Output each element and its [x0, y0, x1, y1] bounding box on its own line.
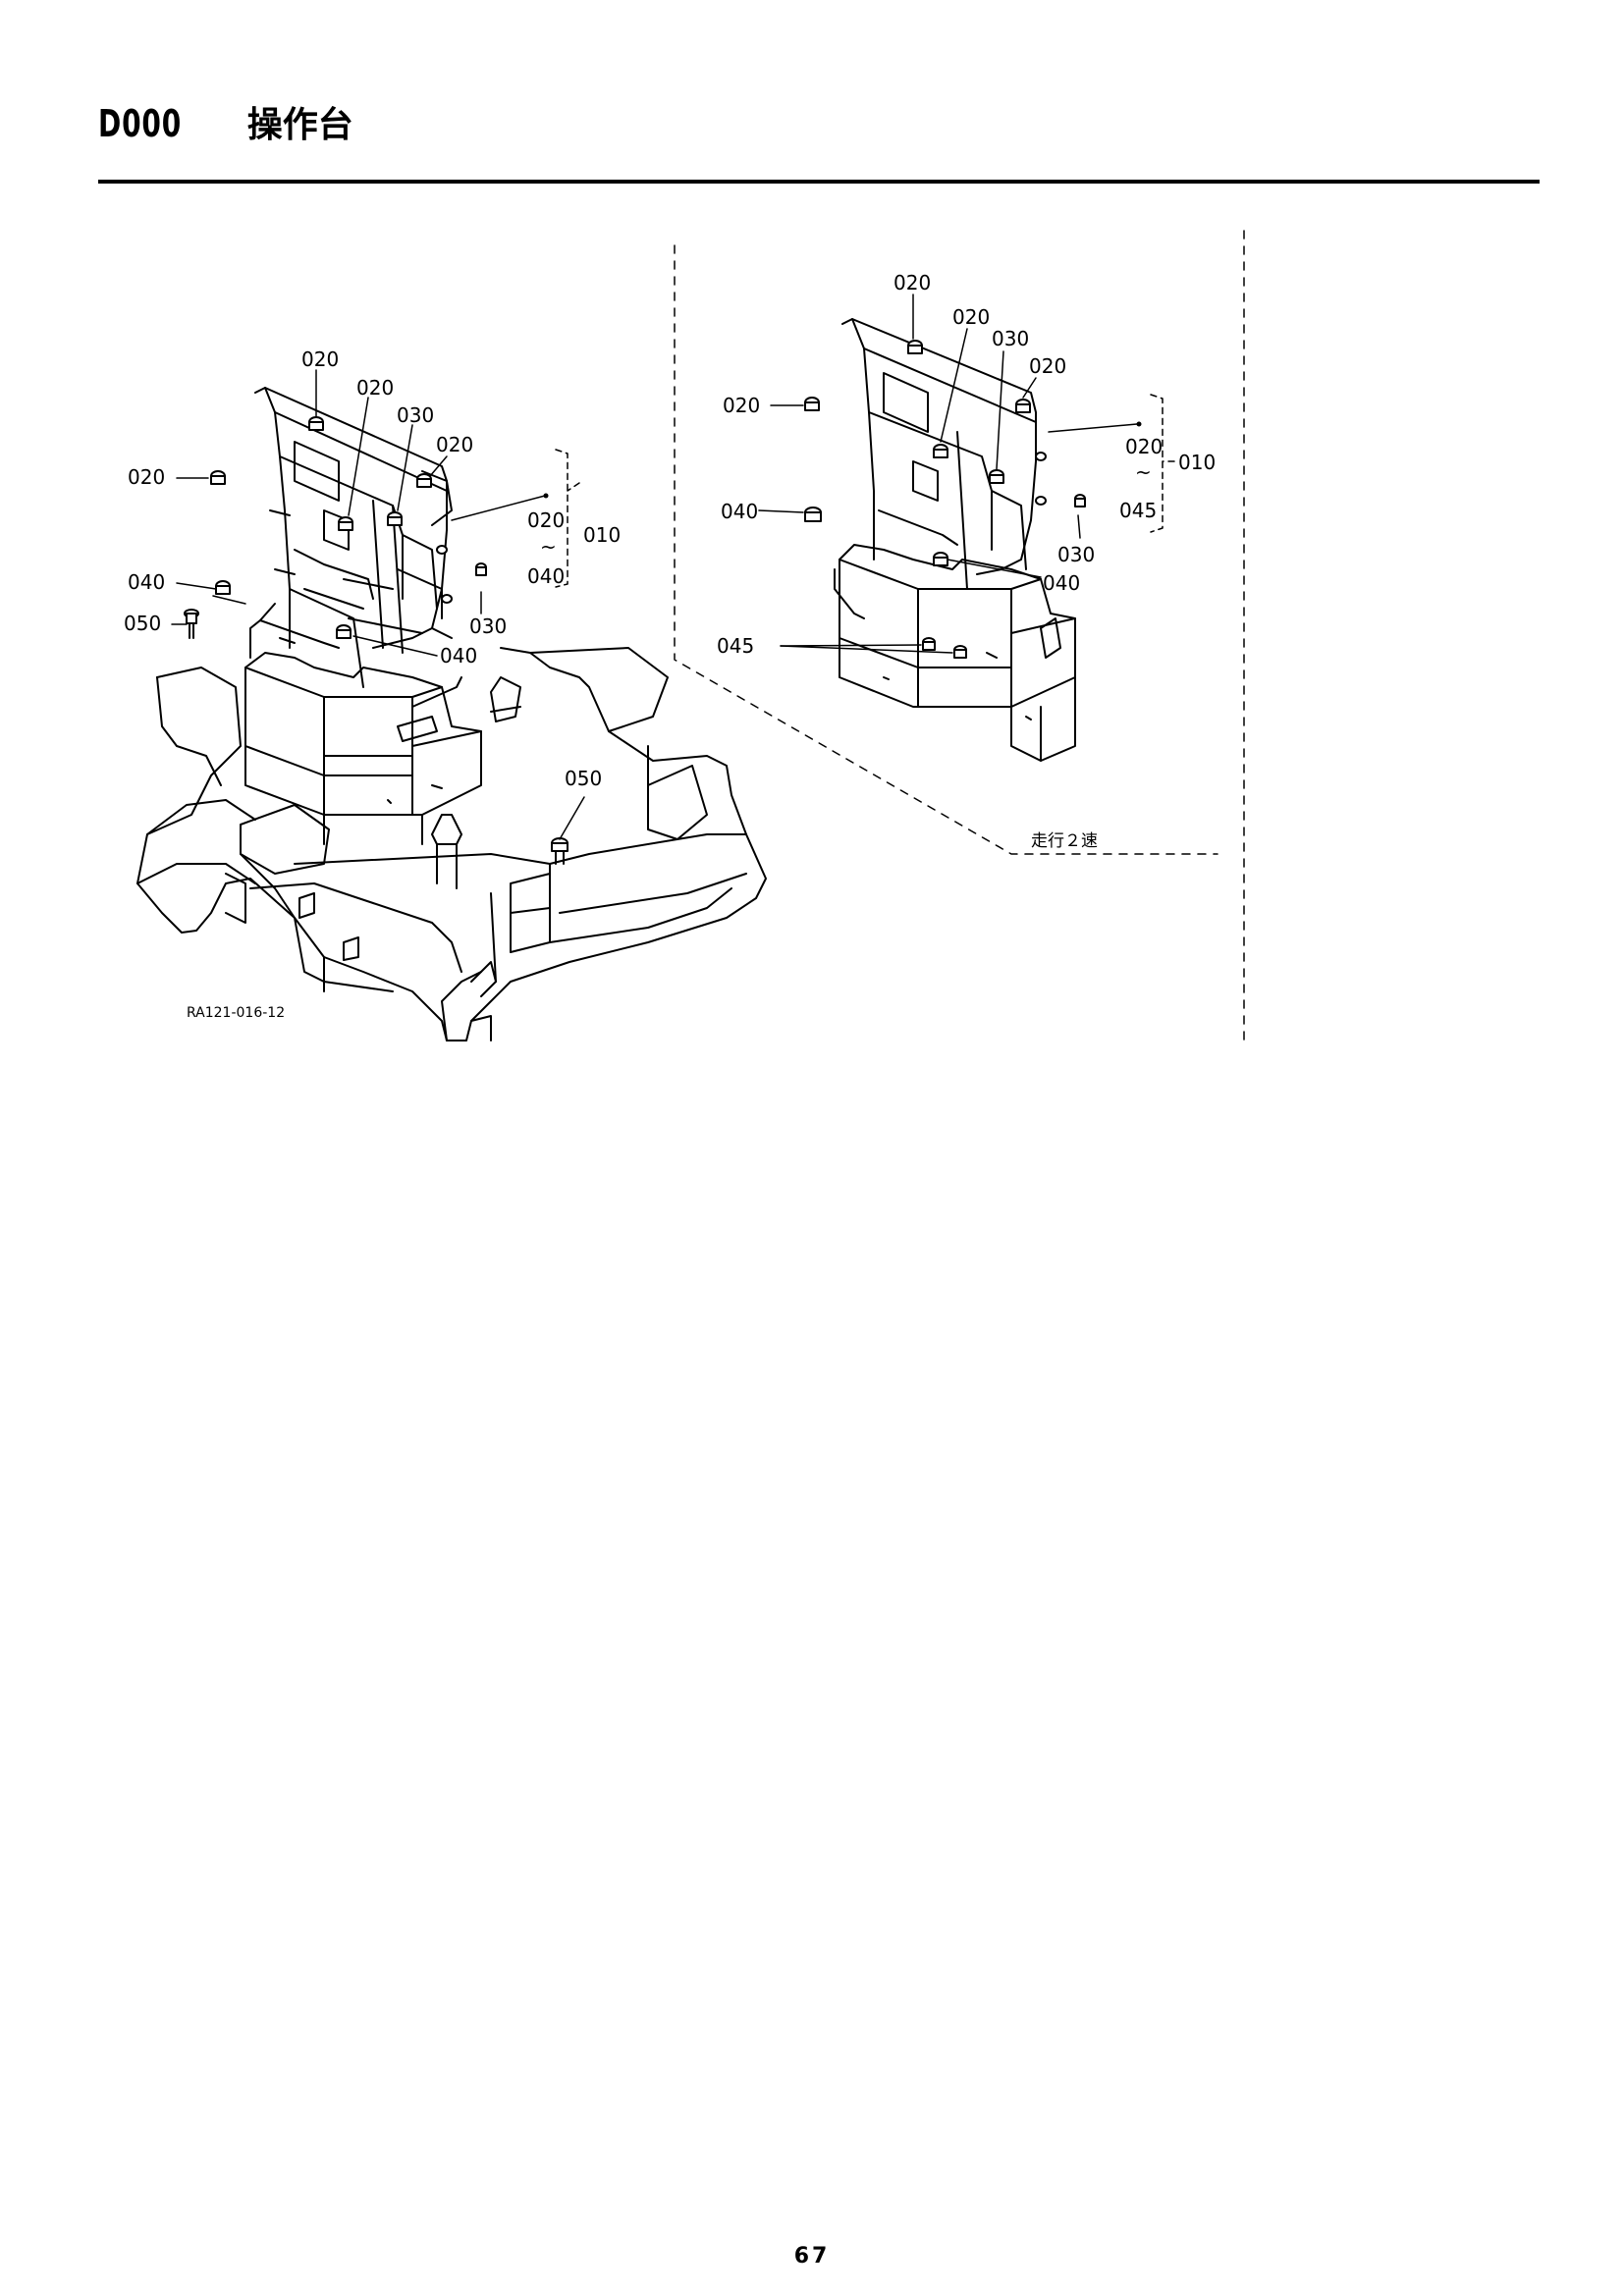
lever-bracket: [254, 387, 453, 688]
group-top-label: 020: [527, 508, 565, 532]
group-tilde: ~: [540, 535, 557, 559]
left-leaders: [171, 369, 585, 840]
right-assembly-bracket: [1150, 394, 1175, 533]
variant-control-stand: [834, 318, 1076, 762]
group-bottom-label: 040: [527, 564, 565, 588]
callout-label: 030: [469, 614, 507, 638]
callout-label: 020: [723, 394, 760, 417]
callout-label: 050: [124, 612, 161, 635]
callout-label: 050: [565, 767, 602, 790]
callout-label: 020: [356, 376, 394, 400]
page-number: 67: [793, 2244, 831, 2269]
right-leaders: [758, 294, 1138, 654]
callout-label: 045: [717, 634, 754, 658]
right-callouts: 020 020 030 020 020 040 030 040 045 020 …: [717, 271, 1216, 851]
callout-label: 030: [397, 403, 434, 427]
group-tilde: ~: [1135, 460, 1152, 484]
left-assembly-bracket: [555, 449, 580, 588]
group-top-label: 020: [1125, 435, 1163, 458]
callout-label: 020: [1029, 354, 1066, 378]
assembly-label: 010: [1178, 451, 1216, 474]
group-bottom-label: 045: [1119, 499, 1157, 522]
variant-boundary: [674, 230, 1245, 1043]
callout-label: 020: [436, 433, 473, 456]
callout-label: 020: [893, 271, 931, 294]
exploded-parts-diagram: 020 020 020 030 020 040 050 030 040 050 …: [124, 230, 1245, 1043]
section-code: D000: [98, 102, 183, 145]
callout-label: 040: [128, 570, 165, 594]
header-rule: [98, 180, 1540, 184]
left-fasteners: [184, 416, 568, 865]
control-stand: [244, 603, 482, 845]
base-frame: [136, 647, 767, 1041]
callout-label: 030: [1057, 543, 1095, 566]
callout-label: 020: [301, 347, 339, 371]
section-title: 操作台: [246, 105, 353, 145]
callout-label: 040: [1043, 571, 1080, 595]
right-fasteners: [804, 340, 1086, 659]
page-header: D000 操作台: [98, 96, 353, 147]
variant-label: 走行２速: [1031, 831, 1098, 851]
callout-label: 030: [992, 327, 1029, 350]
left-callouts: 020 020 020 030 020 040 050 030 040 050 …: [124, 347, 621, 1021]
callout-label: 020: [128, 465, 165, 489]
callout-label: 020: [952, 305, 990, 329]
callout-label: 040: [721, 500, 758, 523]
assembly-label: 010: [583, 523, 621, 547]
callout-label: 040: [440, 644, 477, 667]
drawing-number: RA121-016-12: [187, 1005, 285, 1021]
